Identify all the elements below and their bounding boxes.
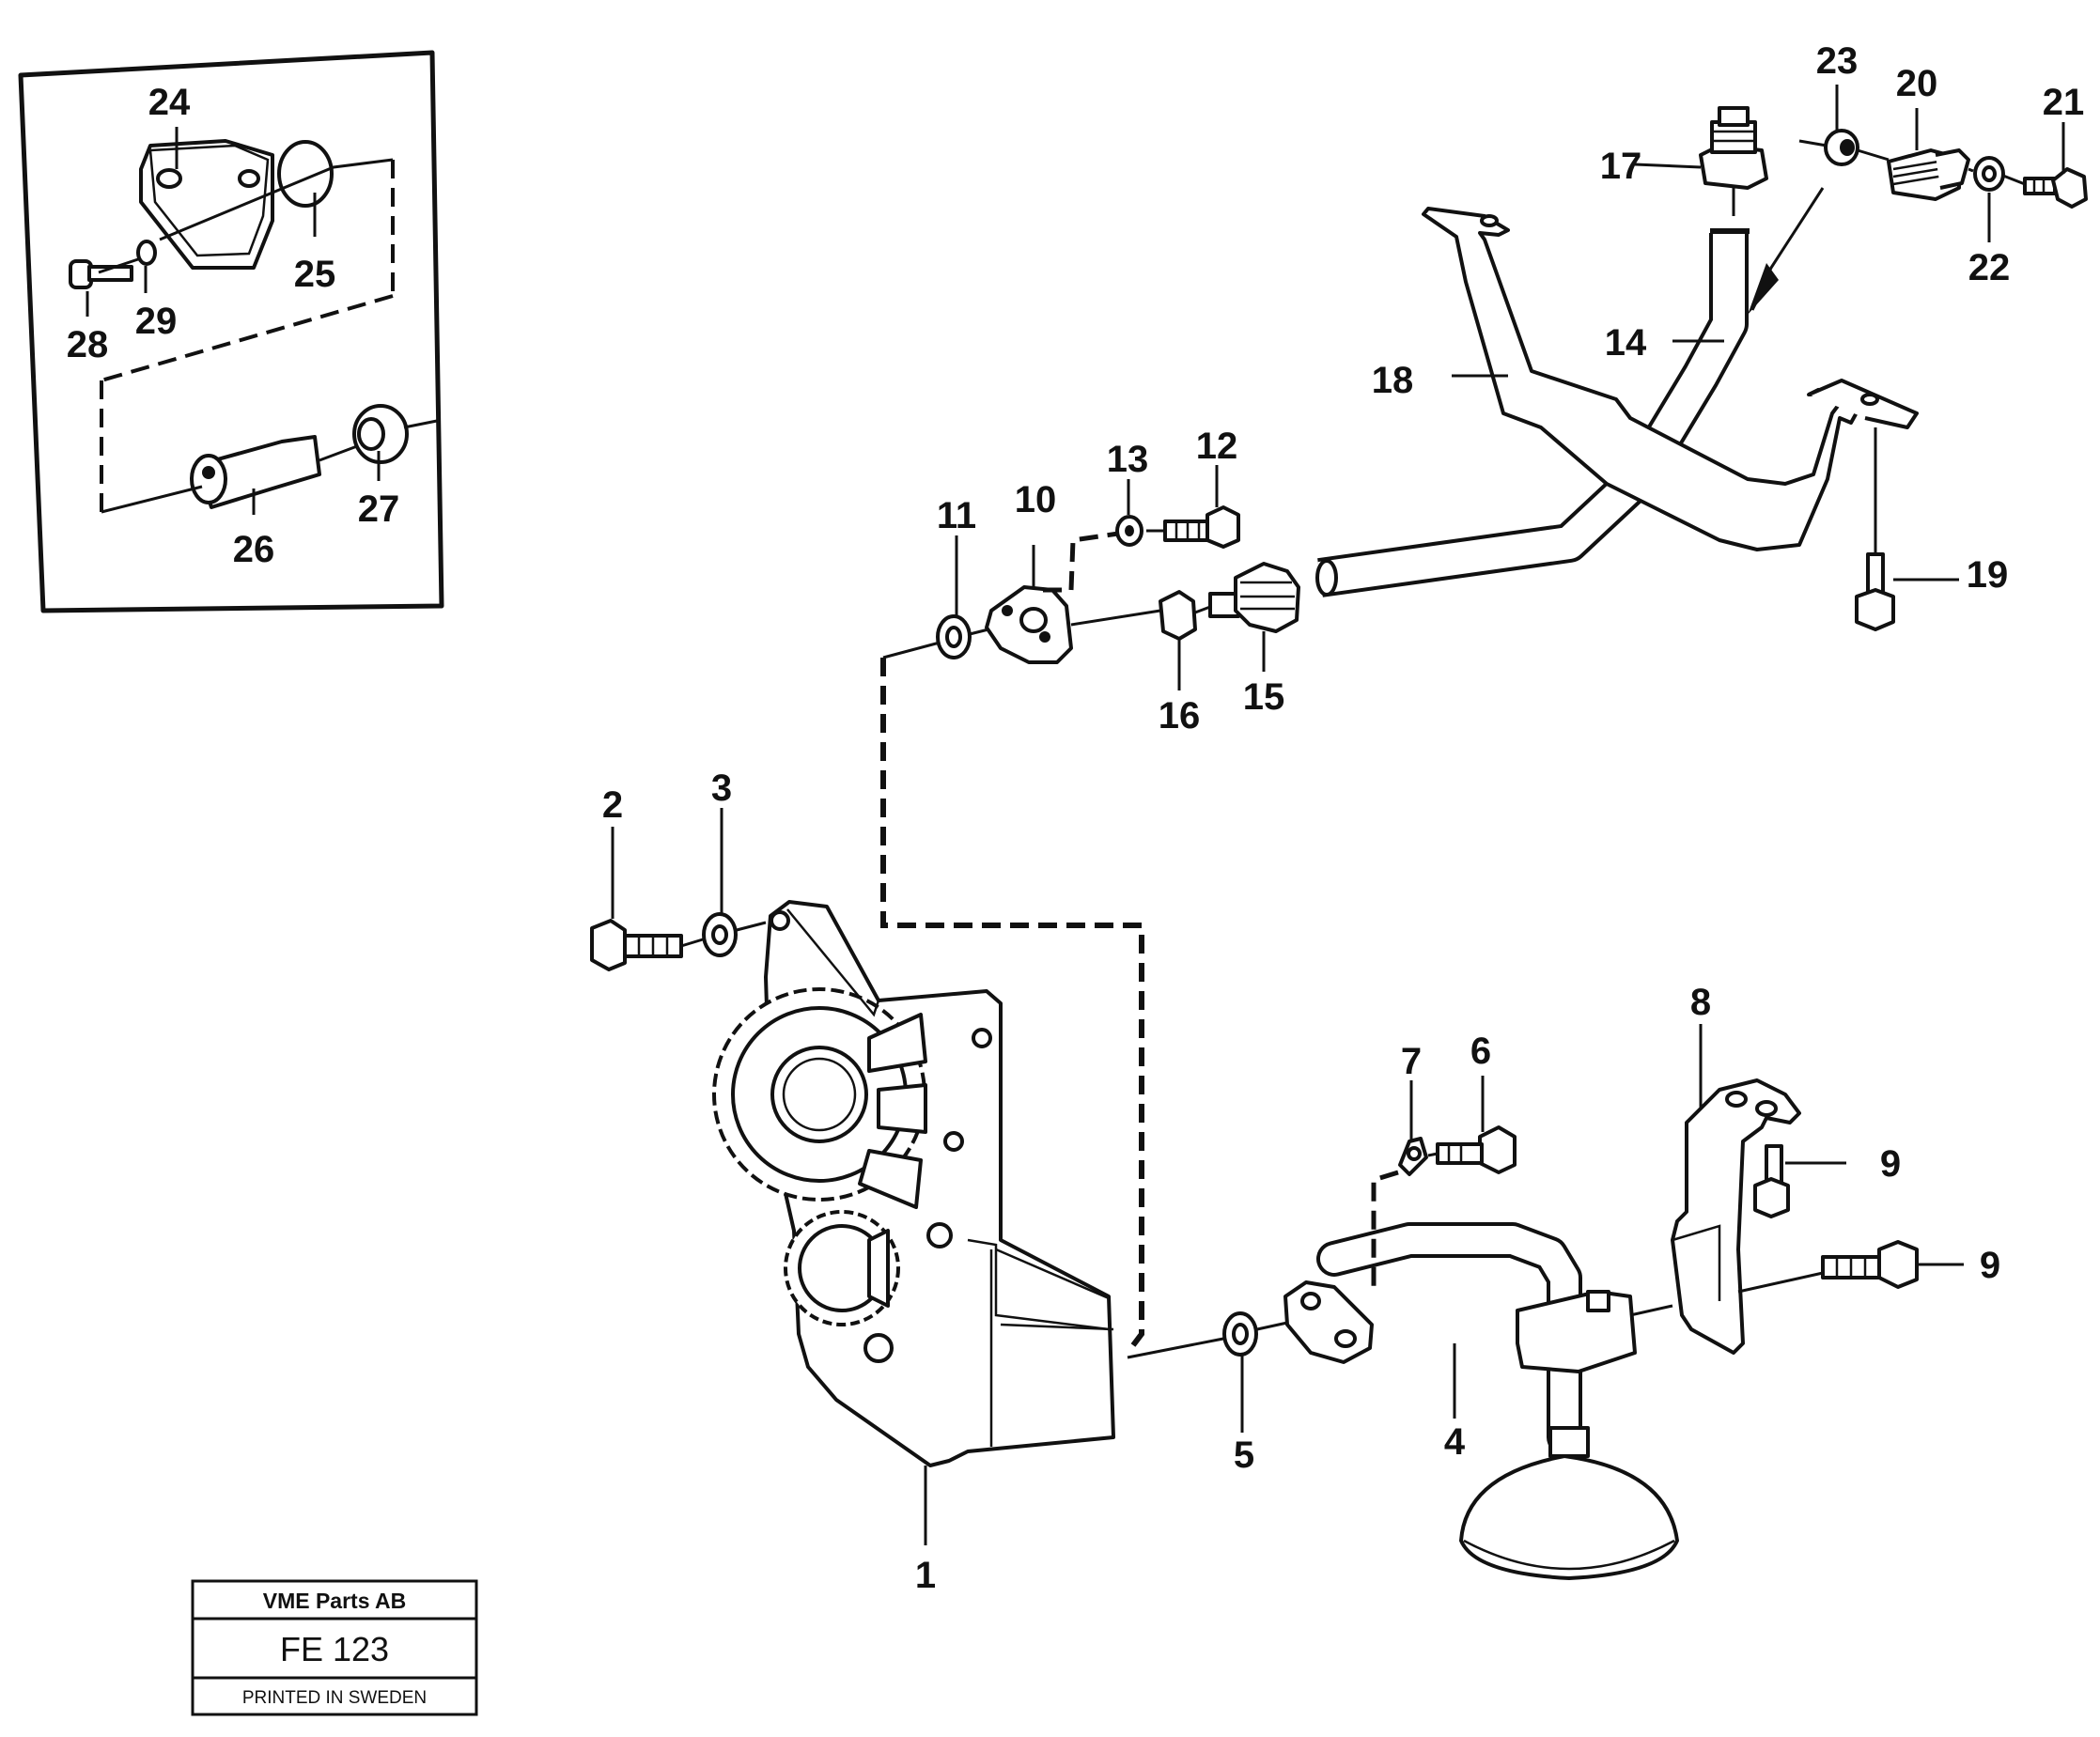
title-block-company: VME Parts AB [263, 1589, 407, 1613]
part-8-bracket [1671, 1078, 1801, 1355]
title-block-printed: PRINTED IN SWEDEN [242, 1688, 427, 1708]
part-1-oil-pump [712, 900, 1115, 1467]
part-4-suction-pipe [1283, 1222, 1679, 1580]
part-26-valve [190, 435, 321, 509]
part-11-o-ring [936, 614, 972, 659]
part-7-clip [1398, 1137, 1428, 1176]
callout-8: 8 [1690, 982, 1711, 1023]
part-29-washer [136, 240, 157, 266]
title-block-code: FE 123 [280, 1630, 389, 1668]
part-6-bolt [1436, 1125, 1517, 1174]
callout-19: 19 [1967, 554, 2009, 596]
title-block: VME Parts AB FE 123 PRINTED IN SWEDEN [191, 1579, 478, 1716]
part-2-bolt [590, 919, 683, 971]
callout-2: 2 [602, 784, 623, 826]
callout-26: 26 [233, 529, 275, 570]
part-12-bolt [1163, 505, 1240, 549]
part-25-o-ring [277, 140, 334, 208]
part-14-pressure-pipe [1315, 228, 1750, 597]
callout-4: 4 [1444, 1421, 1466, 1463]
callout-21: 21 [2043, 82, 2085, 123]
callout-18: 18 [1372, 360, 1414, 401]
part-28-bolt [69, 259, 133, 289]
part-19-bolt [1855, 552, 1895, 631]
part-22-washer [1973, 156, 2005, 192]
part-21-banjo-bolt [2023, 167, 2088, 209]
callout-7: 7 [1401, 1041, 1422, 1082]
part-10-flange [985, 585, 1073, 664]
callout-29: 29 [135, 301, 178, 342]
leader-lines [611, 85, 2065, 1545]
callout-1: 1 [915, 1555, 936, 1596]
inset-detail [18, 50, 444, 613]
callout-10: 10 [1015, 479, 1057, 520]
part-15-nipple [1208, 562, 1300, 633]
callout-23: 23 [1816, 40, 1859, 82]
callout-25: 25 [294, 254, 336, 295]
callout-16: 16 [1159, 695, 1201, 737]
part-3-washer [702, 912, 738, 957]
callout-6: 6 [1470, 1031, 1491, 1072]
part-17-adapter [1699, 106, 1768, 190]
part-5-o-ring [1222, 1311, 1258, 1357]
part-16-sleeve [1159, 590, 1197, 641]
part-18-pipe-bracket [1422, 207, 1919, 551]
part-23-washer [1824, 129, 1859, 166]
callout-5: 5 [1234, 1435, 1254, 1476]
callout-22: 22 [1968, 247, 2011, 288]
part-20-banjo-fitting [1887, 148, 1970, 201]
callout-20: 20 [1896, 63, 1938, 104]
callout-12: 12 [1196, 426, 1238, 467]
part-13-washer [1115, 515, 1143, 547]
callout-27: 27 [358, 489, 400, 530]
callout-15: 15 [1243, 676, 1285, 718]
callout-14: 14 [1605, 322, 1647, 364]
callout-13: 13 [1107, 439, 1149, 480]
callout-numbers: 1 2 3 4 5 6 7 8 9 9 10 11 12 13 14 15 16… [67, 40, 2085, 1596]
part-9-bolt-upper [1753, 1144, 1790, 1218]
callout-3: 3 [711, 768, 732, 809]
callout-17: 17 [1600, 146, 1642, 187]
callout-24: 24 [148, 82, 191, 123]
callout-11: 11 [937, 495, 976, 536]
callout-9-lower: 9 [1980, 1245, 2000, 1286]
part-27-seal [352, 404, 409, 464]
part-9-bolt-lower [1821, 1240, 1919, 1289]
callout-28: 28 [67, 324, 109, 365]
callout-9-upper: 9 [1880, 1143, 1901, 1185]
